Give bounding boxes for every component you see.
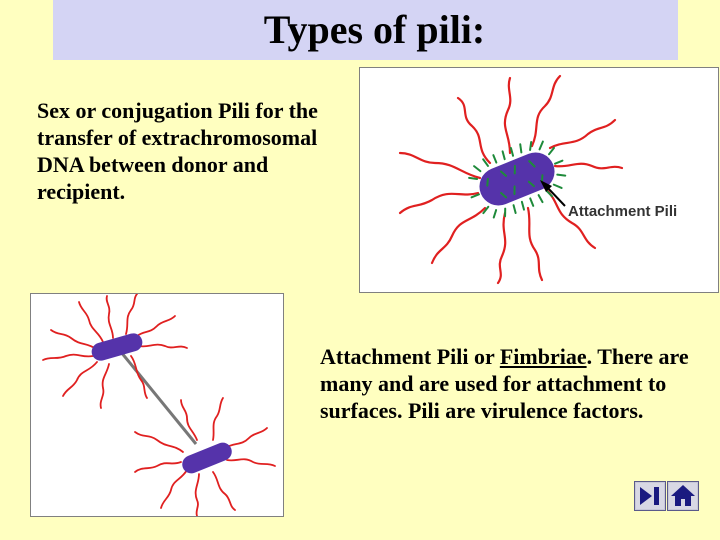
sex-pili-figure [30, 293, 284, 517]
sex-pili-description: Sex or conjugation Pili for the transfer… [37, 98, 318, 204]
attachment-pili-figure: Attachment Pili [359, 67, 719, 293]
recipient-cell [182, 442, 232, 474]
recipient-pili [134, 397, 276, 516]
attachment-pili-illustration: Attachment Pili [398, 74, 677, 285]
end-show-icon[interactable] [634, 481, 666, 511]
sex-pili-illustration [42, 294, 276, 516]
home-icon[interactable] [667, 481, 699, 511]
donor-cell [91, 333, 143, 361]
slide-title: Types of pili: [263, 7, 486, 52]
conjugation-pilus [119, 351, 198, 445]
attachment-text-tail: . There are many and are used for attach… [320, 344, 689, 423]
attachment-text-lead: Attachment Pili or [320, 344, 500, 369]
red-pili [398, 74, 624, 285]
attachment-pili-description: Attachment Pili or Fimbriae. There are m… [320, 343, 710, 424]
bacterium-cell [468, 140, 567, 219]
label-arrow [540, 180, 566, 207]
title-bar: Types of pili: [53, 0, 678, 60]
fimbriae-link[interactable]: Fimbriae [499, 344, 587, 369]
donor-pili [42, 294, 188, 409]
attachment-pili-label: Attachment Pili [568, 203, 677, 220]
